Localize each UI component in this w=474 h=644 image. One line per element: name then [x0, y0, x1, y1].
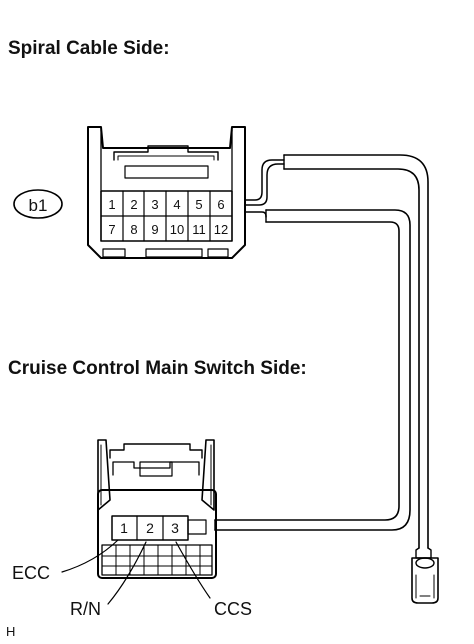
b1-pin-2: 2 — [130, 197, 137, 212]
b1-pin-5: 5 — [195, 197, 202, 212]
b1-pin-1: 1 — [108, 197, 115, 212]
connector-b1 — [87, 126, 246, 259]
wire-harness — [214, 154, 429, 549]
b1-pin-9: 9 — [151, 222, 158, 237]
b1-pin-4: 4 — [173, 197, 180, 212]
b1-pin-3: 3 — [151, 197, 158, 212]
spiral-cable-side-heading: Spiral Cable Side: — [8, 38, 170, 59]
b1-pin-10: 10 — [170, 222, 184, 237]
connector-switch — [97, 439, 217, 579]
end-plug — [411, 547, 439, 604]
connector-id-bubble — [13, 189, 63, 219]
switch-pin-1: 1 — [120, 520, 128, 536]
b1-pin-11: 11 — [192, 222, 206, 237]
ecc-label: ECC — [12, 563, 50, 583]
leader-lines — [61, 539, 211, 605]
switch-pin-numbers: 1 2 3 — [120, 520, 179, 536]
connector-id-label: b1 — [29, 196, 48, 215]
ccs-label: CCS — [214, 599, 252, 619]
b1-pin-7: 7 — [108, 222, 115, 237]
cruise-control-side-heading: Cruise Control Main Switch Side: — [8, 358, 307, 379]
switch-pin-2: 2 — [146, 520, 154, 536]
b1-pin-12: 12 — [214, 222, 228, 237]
b1-pin-numbers: 1 2 3 4 5 6 7 8 9 10 11 12 — [108, 197, 228, 237]
switch-pin-3: 3 — [171, 520, 179, 536]
rn-label: R/N — [70, 599, 101, 619]
corner-mark: H — [6, 624, 15, 639]
b1-pin-6: 6 — [217, 197, 224, 212]
b1-pin-8: 8 — [130, 222, 137, 237]
